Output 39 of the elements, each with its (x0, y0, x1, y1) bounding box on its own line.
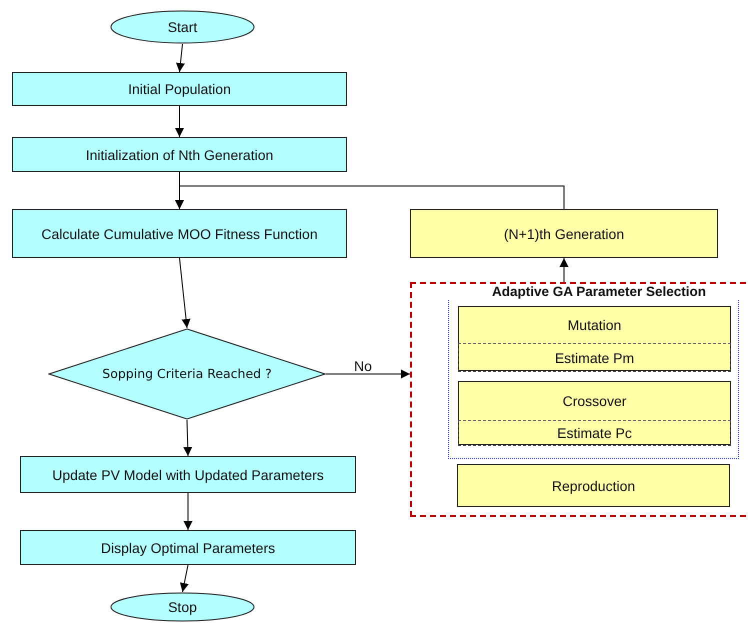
arrow (326, 370, 410, 378)
process-box (458, 381, 731, 445)
arrow (175, 186, 564, 210)
step-label: Initial Population (127, 80, 232, 99)
process-box (457, 464, 730, 507)
step-label: Update PV Model with Updated Parameters (51, 466, 325, 485)
terminal-label: Stop (167, 598, 198, 617)
edge-label: No (352, 359, 374, 373)
terminal-ellipse (110, 10, 255, 44)
process-box (12, 209, 347, 258)
step-label: (N+1)th Generation (502, 224, 626, 244)
process-box (20, 530, 356, 565)
step-label: Crossover (562, 392, 628, 411)
process-box (410, 209, 718, 258)
process-box (12, 137, 347, 172)
step-label: Mutation (566, 316, 622, 335)
arrow (183, 420, 192, 456)
step-label: Estimate Pc (556, 424, 633, 443)
process-box (20, 456, 356, 493)
sub-process-band (458, 343, 731, 372)
step-label: Reproduction (550, 476, 636, 496)
dashed-region (410, 282, 746, 517)
terminal-ellipse (110, 592, 255, 622)
arrow (176, 44, 185, 72)
step-label: Calculate Cumulative MOO Fitness Function (40, 224, 319, 244)
arrow (560, 258, 568, 282)
arrow (175, 106, 184, 138)
decision-diamond (48, 328, 326, 420)
sub-process-band (458, 420, 731, 446)
decision-label: Sopping Criteria Reached ? (101, 365, 273, 383)
terminal-label: Start (166, 18, 198, 37)
step-label: Display Optimal Parameters (100, 538, 276, 558)
arrow (184, 492, 192, 530)
process-box (458, 306, 731, 371)
step-label: Initialization of Nth Generation (84, 146, 274, 164)
step-label: Estimate Pm (554, 348, 636, 368)
arrow (179, 258, 191, 328)
arrow (180, 564, 189, 592)
process-box (12, 72, 347, 106)
